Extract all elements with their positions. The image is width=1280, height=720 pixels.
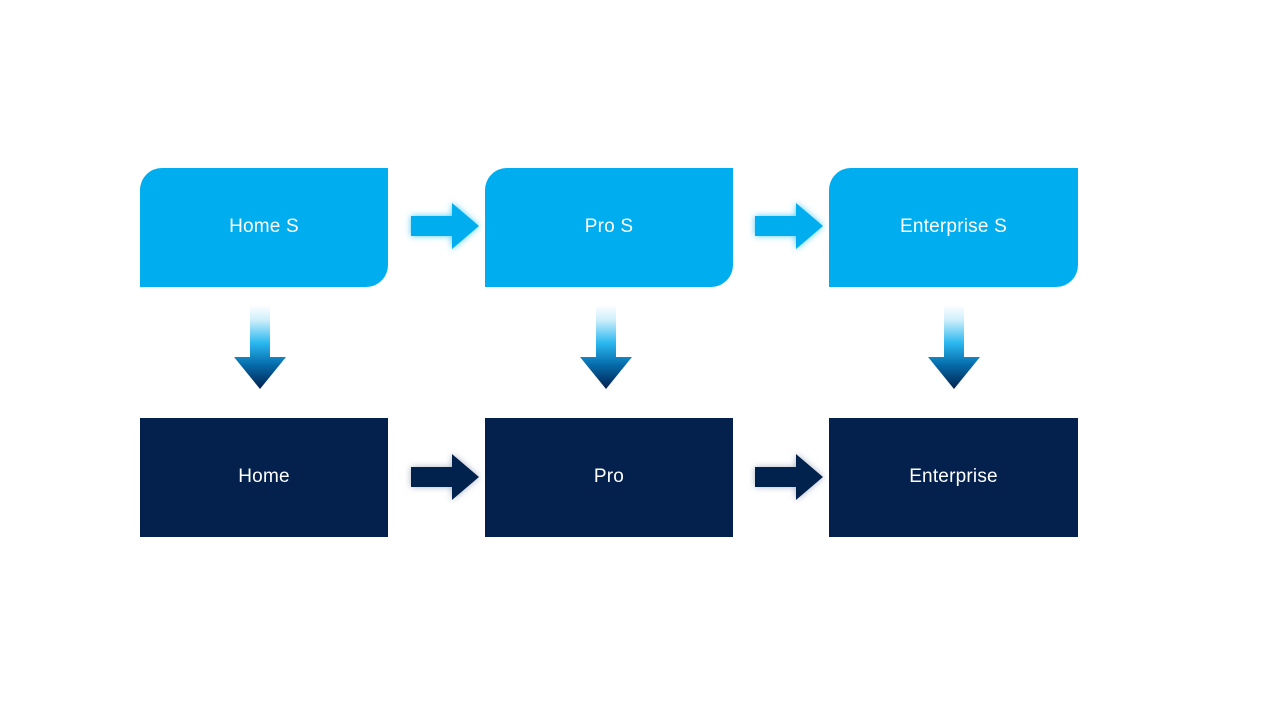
node-label: Pro bbox=[593, 466, 625, 488]
node-label: Enterprise S bbox=[900, 216, 1007, 238]
node-label: Home bbox=[238, 466, 290, 488]
node-label: Pro S bbox=[584, 216, 634, 238]
node-home-s[interactable]: Home S bbox=[140, 168, 388, 287]
node-home[interactable]: Home bbox=[140, 418, 388, 537]
arrow-pro-s-to-enterprise-s-icon bbox=[753, 199, 825, 253]
arrow-enterprise-s-to-enterprise-icon bbox=[923, 305, 985, 391]
node-label: Enterprise bbox=[909, 466, 998, 488]
node-pro-s[interactable]: Pro S bbox=[485, 168, 733, 287]
node-pro[interactable]: Pro bbox=[485, 418, 733, 537]
node-label: Home S bbox=[229, 216, 299, 238]
node-enterprise-s[interactable]: Enterprise S bbox=[829, 168, 1078, 287]
arrow-pro-s-to-pro-icon bbox=[575, 305, 637, 391]
arrow-home-to-pro-icon bbox=[409, 450, 481, 504]
node-enterprise[interactable]: Enterprise bbox=[829, 418, 1078, 537]
arrow-home-s-to-home-icon bbox=[229, 305, 291, 391]
arrow-pro-to-enterprise-icon bbox=[753, 450, 825, 504]
arrow-home-s-to-pro-s-icon bbox=[409, 199, 481, 253]
